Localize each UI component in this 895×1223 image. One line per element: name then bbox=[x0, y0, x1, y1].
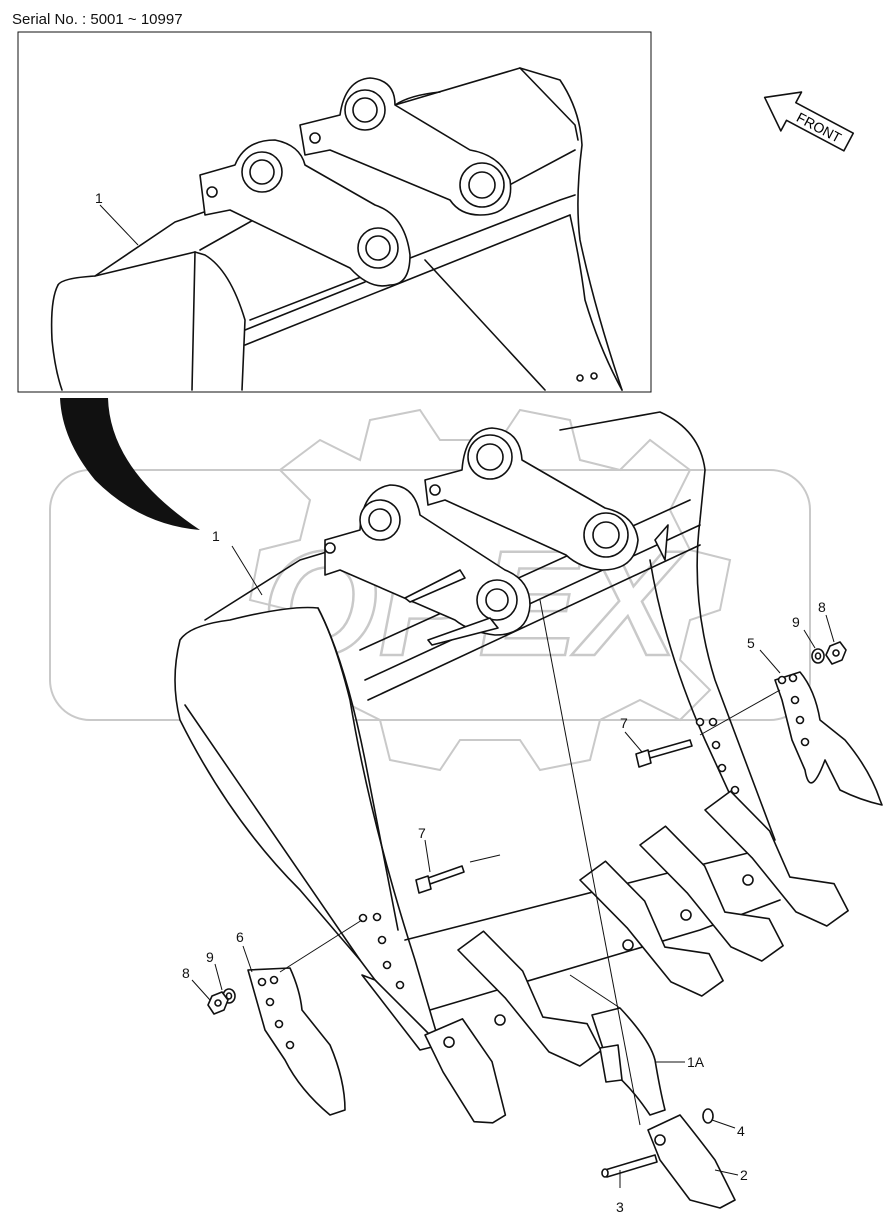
washer-9-right bbox=[811, 648, 825, 664]
callout-inset-1: 1 bbox=[95, 190, 103, 206]
bucket-teeth bbox=[424, 790, 849, 1124]
callout-2: 2 bbox=[740, 1167, 748, 1183]
callout-6: 6 bbox=[236, 929, 244, 945]
nut-8-left bbox=[207, 991, 229, 1015]
bucket-assembly bbox=[174, 411, 781, 1051]
serial-number: Serial No. : 5001 ~ 10997 bbox=[12, 11, 183, 28]
tooth-pin-3 bbox=[601, 1154, 658, 1178]
nut-8-right bbox=[825, 641, 847, 665]
side-cutter-5 bbox=[774, 671, 883, 806]
callout-5: 5 bbox=[747, 635, 755, 651]
detail-inset-frame bbox=[17, 31, 652, 393]
leader-lines bbox=[191, 545, 835, 1188]
callout-4: 4 bbox=[737, 1123, 745, 1139]
callout-8-right: 8 bbox=[818, 599, 826, 615]
callout-7-right: 7 bbox=[620, 715, 628, 731]
callout-7-left: 7 bbox=[418, 825, 426, 841]
bolt-7-right bbox=[635, 739, 693, 768]
magnify-pointer bbox=[60, 398, 200, 530]
inset-bucket-detail bbox=[50, 67, 623, 391]
callout-3: 3 bbox=[616, 1199, 624, 1215]
callout-1A: 1A bbox=[687, 1054, 705, 1070]
tooth-lock-4 bbox=[702, 1108, 714, 1124]
callout-9-right: 9 bbox=[792, 614, 800, 630]
tooth-adapter-1A bbox=[591, 1007, 666, 1116]
callout-8-left: 8 bbox=[182, 965, 190, 981]
callout-9-left: 9 bbox=[206, 949, 214, 965]
side-cutter-6 bbox=[247, 967, 346, 1116]
leader-inset-1 bbox=[99, 204, 139, 246]
callout-main-1: 1 bbox=[212, 528, 220, 544]
bolt-7-left bbox=[415, 865, 465, 894]
front-direction-arrow: FRONT bbox=[763, 91, 855, 152]
tooth-point-2 bbox=[647, 1114, 736, 1209]
